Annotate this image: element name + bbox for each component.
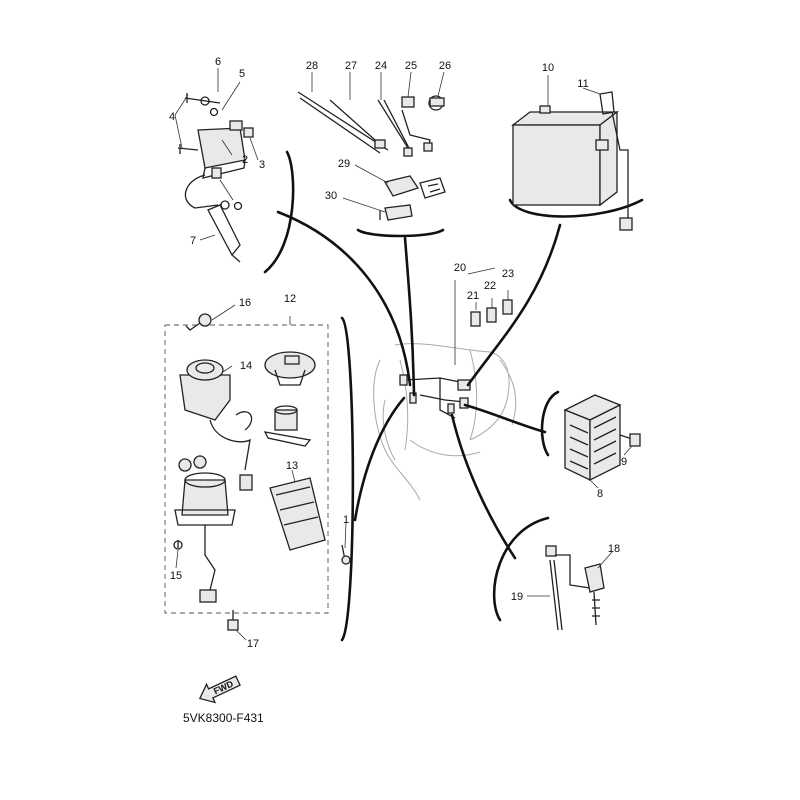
callout-24: 24 (375, 60, 387, 72)
connector-lines (263, 150, 644, 642)
fuse-icon (470, 311, 481, 327)
callout-16: 16 (239, 297, 251, 309)
fwd-arrow-icon: FWD (198, 675, 241, 704)
callout-28: 28 (306, 60, 318, 72)
cable-ties-group (297, 91, 445, 157)
sensor-group (545, 545, 605, 631)
callout-10: 10 (542, 62, 554, 74)
callout-23: 23 (502, 268, 514, 280)
callout-20: 20 (454, 262, 466, 274)
ignition-coil-group (177, 93, 254, 263)
lock-set-outline (164, 324, 329, 614)
leader-lines (174, 68, 633, 641)
motorcycle-outline (373, 343, 517, 501)
callout-18: 18 (608, 543, 620, 555)
cdi-unit-icon (269, 477, 326, 551)
diagram-code: 5VK8300-F431 (183, 711, 264, 725)
callout-2: 2 (242, 154, 248, 166)
callout-4: 4 (169, 111, 175, 123)
ignition-coil-icon (197, 120, 246, 179)
callout-25: 25 (405, 60, 417, 72)
key-icon (178, 313, 212, 472)
callout-labels: 1 2 3 4 5 6 7 8 9 10 11 12 13 14 15 16 1… (169, 56, 627, 650)
callout-6: 6 (215, 56, 221, 68)
callout-22: 22 (484, 280, 496, 292)
callout-5: 5 (239, 68, 245, 80)
battery-icon (511, 105, 619, 207)
connector-clip-group (379, 175, 446, 221)
callout-12: 12 (284, 293, 296, 305)
callout-30: 30 (325, 190, 337, 202)
callout-29: 29 (338, 158, 350, 170)
callout-7: 7 (190, 235, 196, 247)
callout-11: 11 (577, 78, 588, 90)
callout-13: 13 (286, 460, 298, 472)
rectifier-regulator-icon (563, 394, 641, 482)
callout-14: 14 (240, 360, 252, 372)
callout-1: 1 (343, 514, 349, 526)
battery-cable (599, 91, 633, 231)
switch-assembly-icon (173, 472, 239, 631)
callout-9: 9 (621, 456, 627, 468)
callout-19: 19 (511, 591, 523, 603)
callout-8: 8 (597, 488, 603, 500)
fuel-cap-icon (264, 351, 316, 386)
callout-17: 17 (247, 638, 259, 650)
fuse-group (454, 267, 513, 365)
callout-3: 3 (259, 159, 265, 171)
main-switch-icon (179, 359, 253, 491)
callout-21: 21 (467, 290, 479, 302)
callout-15: 15 (170, 570, 182, 582)
callout-26: 26 (439, 60, 451, 72)
callout-27: 27 (345, 60, 357, 72)
seat-lock-icon (263, 405, 312, 447)
